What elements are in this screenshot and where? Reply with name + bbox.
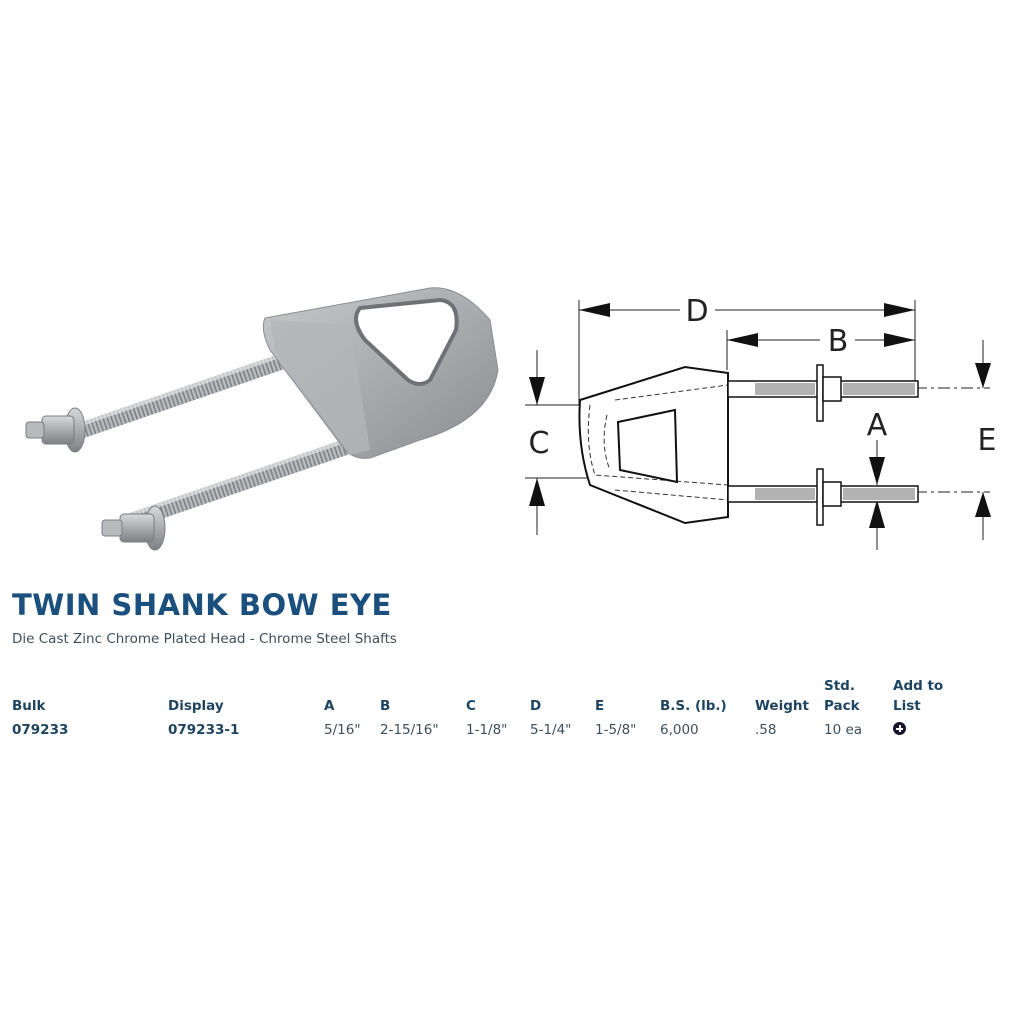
col-d: D 5-1/4" <box>530 676 571 740</box>
header-std-pack: Std. Pack <box>824 678 860 714</box>
cell-std-pack: 10 ea <box>824 722 863 738</box>
col-bulk: Bulk 079233 <box>12 676 68 740</box>
dim-label-b: B <box>828 324 849 359</box>
header-display: Display <box>168 698 224 714</box>
col-c: C 1-1/8" <box>466 676 507 740</box>
cell-display: 079233-1 <box>168 722 240 738</box>
col-std-pack: Std. Pack 10 ea <box>824 676 862 740</box>
header-bulk: Bulk <box>12 698 46 714</box>
header-bs: B.S. (lb.) <box>660 698 727 714</box>
col-add-to-list: Add to List <box>893 676 943 740</box>
dim-label-a: A <box>867 408 888 443</box>
product-subtitle: Die Cast Zinc Chrome Plated Head - Chrom… <box>12 631 397 647</box>
dim-label-c: C <box>529 426 550 461</box>
header-c: C <box>466 698 476 714</box>
header-a: A <box>324 698 335 714</box>
cell-bulk: 079233 <box>12 722 69 738</box>
cell-c: 1-1/8" <box>466 722 508 738</box>
dim-label-d: D <box>685 294 708 329</box>
header-e: E <box>595 698 605 714</box>
add-to-list-button[interactable] <box>893 722 906 735</box>
cell-e: 1-5/8" <box>595 722 637 738</box>
dim-label-e: E <box>978 423 997 458</box>
col-weight: Weight .58 <box>755 676 809 740</box>
col-b: B 2-15/16" <box>380 676 439 740</box>
col-a: A 5/16" <box>324 676 361 740</box>
product-title: TWIN SHANK BOW EYE <box>12 588 392 622</box>
cell-a: 5/16" <box>324 722 361 738</box>
dimension-diagram: D B C A E <box>525 294 997 550</box>
cell-d: 5-1/4" <box>530 722 572 738</box>
cell-weight: .58 <box>755 722 777 738</box>
cell-b: 2-15/16" <box>380 722 439 738</box>
cell-bs: 6,000 <box>660 722 699 738</box>
header-weight: Weight <box>755 698 809 714</box>
col-e: E 1-5/8" <box>595 676 636 740</box>
col-bs: B.S. (lb.) 6,000 <box>660 676 727 740</box>
header-d: D <box>530 698 542 714</box>
header-add-to-list: Add to List <box>893 678 944 714</box>
header-b: B <box>380 698 391 714</box>
product-photo <box>25 287 499 551</box>
col-display: Display 079233-1 <box>168 676 239 740</box>
